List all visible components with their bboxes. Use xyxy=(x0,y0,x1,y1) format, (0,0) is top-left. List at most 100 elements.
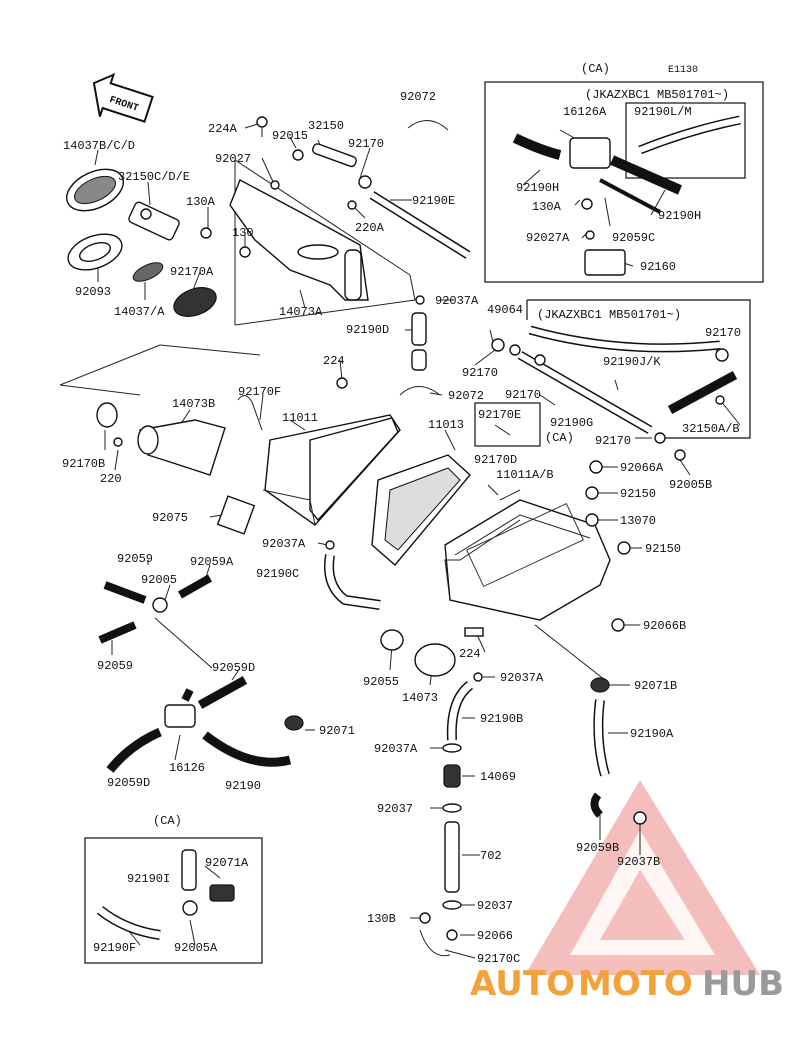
label-92015: 92015 xyxy=(272,129,308,143)
plug-92150-1 xyxy=(585,486,599,500)
label-92037a-4: 92037A xyxy=(374,742,418,756)
label-92170b: 92170B xyxy=(62,457,105,471)
clip-92037-2 xyxy=(442,900,462,910)
label-92027-top: 92027 xyxy=(215,152,251,166)
clamp-92170-top xyxy=(358,175,372,189)
label-14073a: 14073A xyxy=(279,305,323,319)
serial-range-top: (JKAZXBC1 MB501701~) xyxy=(585,88,729,102)
ring-92055 xyxy=(380,629,404,651)
label-92093: 92093 xyxy=(75,285,111,299)
label-92005a: 92005A xyxy=(174,941,218,955)
label-92190: 92190 xyxy=(225,779,261,793)
label-92059d-1: 92059D xyxy=(212,661,255,675)
label-ca-mid: (CA) xyxy=(545,431,574,445)
nut-92015 xyxy=(292,149,304,161)
joint-92005 xyxy=(152,597,168,613)
label-11013: 11013 xyxy=(428,418,464,432)
label-14069: 14069 xyxy=(480,770,516,784)
label-92150-2: 92150 xyxy=(645,542,681,556)
label-220: 220 xyxy=(100,472,122,486)
label-92005b: 92005B xyxy=(669,478,712,492)
label-92005: 92005 xyxy=(141,573,177,587)
label-92072-mid: 92072 xyxy=(448,389,484,403)
clamp-92071a xyxy=(209,884,235,902)
label-32150: 32150 xyxy=(308,119,344,133)
clamp-32150ab xyxy=(715,395,725,405)
label-92170-e: 92170 xyxy=(595,434,631,448)
hose-92059a xyxy=(178,574,212,599)
label-92170-d: 92170 xyxy=(505,388,541,402)
ca-box-bottom xyxy=(84,837,263,964)
clip-92037a-4 xyxy=(442,743,462,753)
hose-92190d xyxy=(411,312,427,346)
hose-92190h-2 xyxy=(609,155,683,195)
clip-92027a xyxy=(585,230,595,240)
label-92170-c: 92170 xyxy=(705,326,741,340)
label-92190d: 92190D xyxy=(346,323,389,337)
cover-92170a xyxy=(173,287,217,317)
label-92170f: 92170F xyxy=(238,385,281,399)
label-49064: 49064 xyxy=(487,303,523,317)
label-14073b: 14073B xyxy=(172,397,215,411)
label-220a: 220A xyxy=(355,221,385,235)
label-224-b: 224 xyxy=(459,647,481,661)
label-92037b: 92037B xyxy=(617,855,660,869)
label-92075: 92075 xyxy=(152,511,188,525)
label-92170-b: 92170 xyxy=(462,366,498,380)
filter-14037a xyxy=(132,262,164,282)
ca-top-parts xyxy=(512,115,741,276)
label-32150ab: 32150A/B xyxy=(682,422,740,436)
label-11011: 11011 xyxy=(282,411,318,425)
bolt-220 xyxy=(113,437,123,447)
label-92027a: 92027A xyxy=(526,231,570,245)
air-box-11011 xyxy=(262,414,401,526)
label-92059-2: 92059 xyxy=(97,659,133,673)
ca-label-top: (CA) xyxy=(581,62,610,76)
clip-92037a-1 xyxy=(415,295,425,305)
diagram-code: E1130 xyxy=(668,65,698,76)
label-92190lm: 92190L/M xyxy=(634,105,692,119)
valve-16126a xyxy=(569,137,611,169)
bolt-130b xyxy=(419,912,431,924)
clip-92170e xyxy=(494,424,511,436)
watermark-auto: AUTO xyxy=(470,964,575,1004)
drain-assembly xyxy=(419,672,483,957)
bolt-130a xyxy=(200,227,212,239)
label-92170e: 92170E xyxy=(478,408,521,422)
label-92059d-2: 92059D xyxy=(107,776,150,790)
ca-bottom-parts xyxy=(96,849,235,940)
hose-92059-1 xyxy=(103,581,147,604)
bolt-224-b xyxy=(464,627,484,637)
bolt-220a xyxy=(347,200,357,210)
label-92037a-1: 92037A xyxy=(435,294,479,308)
label-32150cde: 32150C/D/E xyxy=(118,170,190,184)
label-92190g: 92190G xyxy=(550,416,593,430)
bolt-224 xyxy=(336,377,348,389)
clip-92170f xyxy=(237,395,263,431)
bracket-92160 xyxy=(584,249,626,276)
clip-92170c xyxy=(419,929,451,957)
label-130: 130 xyxy=(232,226,254,240)
label-92190i: 92190I xyxy=(127,872,170,886)
label-92160: 92160 xyxy=(640,260,676,274)
duct-14073b xyxy=(137,419,226,476)
hose-92190i xyxy=(181,849,197,891)
screw-224a xyxy=(256,116,268,137)
leader-lines xyxy=(59,123,741,959)
label-92037a-3: 92037A xyxy=(500,671,544,685)
clamp-92170-d xyxy=(534,354,546,366)
clamp-92170-b xyxy=(491,338,505,352)
serial-box-mid xyxy=(527,299,751,439)
label-92190c: 92190C xyxy=(256,567,299,581)
label-92037a-2: 92037A xyxy=(262,537,306,551)
watermark-logo xyxy=(525,780,760,975)
clip-92072-mid xyxy=(399,386,441,396)
label-92190f: 92190F xyxy=(93,941,136,955)
label-92071a: 92071A xyxy=(205,856,249,870)
label-92037-1: 92037 xyxy=(377,802,413,816)
grommet-13070 xyxy=(585,513,599,527)
plug-92066 xyxy=(446,929,458,941)
clamp-92170-e xyxy=(654,432,666,444)
bolt-130 xyxy=(239,246,251,258)
